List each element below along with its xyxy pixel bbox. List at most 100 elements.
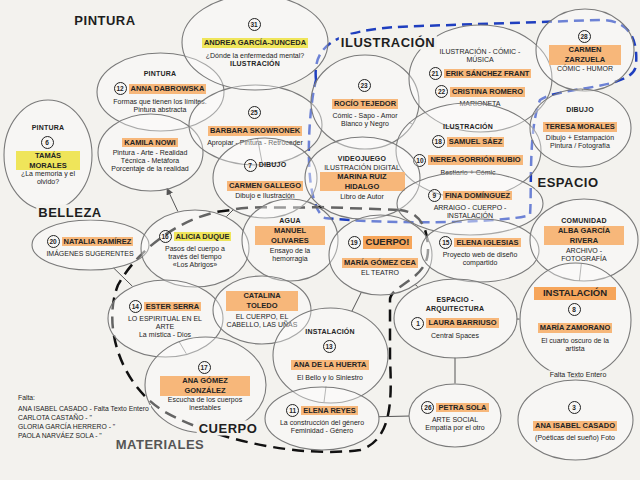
connector-line xyxy=(226,210,233,217)
person-name: MANUEL OLIVARES xyxy=(255,226,325,246)
section-heading: CUERPO xyxy=(197,421,260,436)
text-row: 28CARMEN ZARZUELA xyxy=(549,27,621,65)
ellipse-border xyxy=(530,89,631,167)
text-row: INSTALACIÓN xyxy=(288,328,373,337)
text-stack: 16ALICIA DUQUEPasos del cuerpo a través … xyxy=(155,227,235,270)
section-heading: MATERIALES xyxy=(114,437,207,452)
text-row: EL TEATRO xyxy=(342,269,418,277)
text-row: 16ALICIA DUQUE xyxy=(155,227,235,245)
section-heading: ESPACIO xyxy=(535,175,600,190)
person-name: PETRA SOLA xyxy=(436,403,488,413)
text-row: 23ROCÍO TEJEDOR xyxy=(325,76,405,113)
text-row: 17ANA GÓMEZ GONZÁLEZ xyxy=(160,358,250,396)
text-stack: 28CARMEN ZARZUELACÓMIC - HUMOR xyxy=(549,27,621,73)
body-text: ILUSTRACIÓN DIGITAL xyxy=(320,164,405,172)
body-text: Escucha de los cuerpos inestables xyxy=(160,396,250,412)
text-row: KAMILA NOWI xyxy=(111,131,188,149)
ellipse-border xyxy=(98,114,203,191)
text-row: Libro de Autor xyxy=(320,193,405,201)
text-row: IMÁGENES SUGERENTES xyxy=(46,250,133,258)
person-name: ANDREA GARCÍA-JUNCEDA xyxy=(202,38,308,48)
text-row: 22CRISTINA ROMERO xyxy=(426,82,534,100)
text-row: COMUNIDAD xyxy=(544,217,624,226)
text-row: (Poéticas del sueño) Foto xyxy=(533,434,618,442)
text-stack: INSTALACIÓN13ANA DE LA HUERTAEl Bello y … xyxy=(288,328,373,382)
text-row: El Bello y lo Siniestro xyxy=(288,374,373,382)
callout-number: 21 xyxy=(429,67,442,80)
text-row: 7DIBUJO xyxy=(227,156,303,174)
body-text: Feminidad - Género xyxy=(280,427,364,435)
body-text: Central Spaces xyxy=(409,332,501,340)
person-name: TAMÁS MORALES xyxy=(16,151,80,171)
topic-ellipse: 15ELENA IGLESIASProyecto web de diseño c… xyxy=(420,218,540,283)
note-text: GLORIA GARCÍA HERRERO - " xyxy=(16,423,117,430)
text-row: DIBUJO xyxy=(543,106,617,115)
body-text: «Los Abrigos» xyxy=(155,261,235,269)
note-text: Falta Texto Entero xyxy=(548,371,609,378)
topic-heading: COMUNIDAD xyxy=(544,217,624,226)
ellipse-border xyxy=(141,210,249,287)
ellipse-outline xyxy=(264,386,380,451)
person-name: ALBA GARCÍA RIVERA xyxy=(544,226,624,246)
text-row: 10NEREA GORRIÓN RUBIO xyxy=(413,150,522,168)
callout-number: 12 xyxy=(114,82,127,95)
text-row: 19CUERPO! xyxy=(342,233,418,251)
text-row: PINTURA xyxy=(113,70,208,79)
connector-line xyxy=(352,292,361,311)
ellipse-border xyxy=(520,263,631,377)
text-row: 3ANA ISABEL CASADO xyxy=(533,398,618,435)
text-row: MARÍA GÓMEZ CEA xyxy=(342,251,418,269)
text-stack: 9FINA DOMÍNGUEZARRAIGO - CUERPO - INSTAL… xyxy=(415,186,525,220)
text-row: 14ESTER SERRA xyxy=(123,297,208,315)
body-text: Ensayo de la hemorragia xyxy=(255,247,325,263)
text-row: Central Spaces xyxy=(409,332,501,340)
text-row: TERESA MORALES xyxy=(543,115,617,133)
ellipse-outline xyxy=(519,262,632,378)
connector-line xyxy=(455,358,456,384)
topic-ellipse: 20NATALIA RAMÍREZIMÁGENES SUGERENTES xyxy=(31,219,150,271)
callout-number: 26 xyxy=(421,401,434,414)
text-row: ¿La memoria y el olvido? xyxy=(16,170,80,186)
text-row: VIDEOJUEGO xyxy=(320,155,405,164)
connector-line xyxy=(379,416,409,418)
ellipse-border xyxy=(32,220,149,270)
person-name: SAMUEL SÁEZ xyxy=(447,137,505,147)
text-stack: 31ANDREA GARCÍA-JUNCEDA¿Dónde la enferme… xyxy=(200,15,310,69)
text-row: ARTE SOCIAL xyxy=(421,416,488,424)
person-name: ESTER SERRA xyxy=(144,302,201,312)
text-row: 31ANDREA GARCÍA-JUNCEDA xyxy=(200,15,310,52)
text-row: ARRAIGO - CUERPO - INSTALACIÓN xyxy=(415,204,525,220)
topic-ellipse: 19CUERPO!MARÍA GÓMEZ CEAEL TEATRO xyxy=(328,214,433,296)
body-text: Cómic - Sapo - Amor xyxy=(325,112,405,120)
body-text: El cuarto oscuro de la artista xyxy=(534,337,616,353)
text-row: «Los Abrigos» xyxy=(155,261,235,269)
person-name: FINA DOMÍNGUEZ xyxy=(443,191,512,201)
body-text: LO ESPIRITUAL EN EL ARTE xyxy=(123,315,208,331)
text-row: CÓMIC - HUMOR xyxy=(549,65,621,73)
callout-number: 25 xyxy=(248,106,261,119)
body-text: ILUSTRACIÓN - CÓMIC - MÚSICA xyxy=(426,48,534,64)
body-text: Dibujo + Estampación xyxy=(543,134,617,142)
text-row: La construcción del género xyxy=(280,419,364,427)
text-row: ILUSTRACIÓN xyxy=(200,60,310,69)
text-row: 18SAMUEL SÁEZ xyxy=(413,132,522,150)
topic-ellipse: ESPACIO - ARQUITECTURA1LAURA BARRIUSOCen… xyxy=(393,278,518,359)
text-row: 21ERIK SÁNCHEZ FRANT xyxy=(426,64,534,82)
note-text: Falta: xyxy=(16,394,37,401)
callout-number: 13 xyxy=(323,340,336,353)
body-text: Pintura / Fotografía xyxy=(543,142,617,150)
topic-ellipse: 16ALICIA DUQUEPasos del cuerpo a través … xyxy=(140,209,250,288)
topic-heading: INSTALACIÓN xyxy=(534,287,616,299)
callout-number: 23 xyxy=(358,79,371,92)
topic-ellipse: PINTURA6TAMÁS MORALES¿La memoria y el ol… xyxy=(3,99,93,211)
text-stack: KAMILA NOWIPintura - Arte - RealidadTécn… xyxy=(111,131,188,174)
callout-number: 15 xyxy=(439,236,452,249)
text-row: ILUSTRACIÓN - CÓMIC - MÚSICA xyxy=(426,48,534,64)
text-row: 12ANNA DABROWSKA xyxy=(113,79,208,97)
ellipse-border xyxy=(409,384,501,447)
ellipse-outline xyxy=(408,383,502,448)
text-row: 25BARBARA SKOWRONEK xyxy=(205,103,305,140)
body-text: La construcción del género xyxy=(280,419,364,427)
topic-heading: AGUA xyxy=(255,217,325,226)
ellipse-border xyxy=(536,9,634,91)
